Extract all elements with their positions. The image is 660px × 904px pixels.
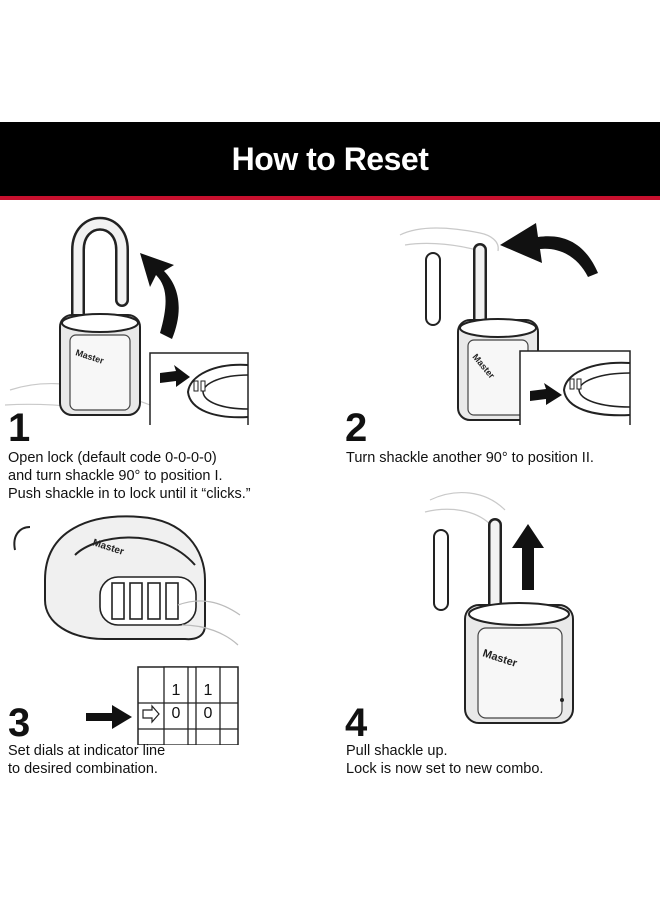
shackle [71, 216, 129, 327]
step-4-illustration: Master [424, 491, 574, 724]
dial-digit: 0 [203, 705, 213, 722]
step-3-text: Set dials at indicator line to desired c… [8, 742, 165, 778]
arrow-right-icon [530, 383, 562, 405]
arrow-right-icon [86, 705, 132, 729]
dial-digit: 0 [171, 705, 181, 722]
dial-digit: 1 [171, 682, 181, 699]
step-4-line: Pull shackle up. [346, 743, 448, 759]
dial-digit: 1 [203, 682, 213, 699]
shackle-detail-inset [149, 352, 249, 425]
step-4-text: Pull shackle up. Lock is now set to new … [346, 742, 543, 778]
step-1-line: Open lock (default code 0-0-0-0) [8, 450, 217, 466]
curved-arrow-icon [500, 223, 598, 277]
step-1-text: Open lock (default code 0-0-0-0) and tur… [8, 449, 251, 503]
step-3-line: Set dials at indicator line [8, 743, 166, 759]
step-4-line: Lock is now set to new combo. [346, 761, 544, 777]
indicator-arrow-icon [142, 704, 160, 724]
step-1-line: Push shackle in to lock until it “clicks… [8, 486, 251, 502]
step-3-line: to desired combination. [8, 761, 158, 777]
shackle-detail-inset [519, 350, 631, 425]
step-3-illustration: Master [13, 515, 241, 745]
page-title: How to Reset [231, 140, 429, 177]
dials-closeup-illustration: Master [13, 515, 241, 646]
dial-indicator-inset [137, 666, 239, 745]
curved-arrow-icon [140, 253, 179, 339]
step-2-number: 2 [345, 406, 368, 450]
step-2-text: Turn shackle another 90° to position II. [346, 449, 594, 467]
arrow-right-icon [160, 365, 190, 387]
header-banner: How to Reset [0, 122, 660, 200]
step-1-illustration: Master [4, 216, 249, 425]
step-3-number: 3 [8, 701, 31, 745]
step-4-number: 4 [345, 701, 368, 745]
step-1-number: 1 [8, 406, 31, 450]
arrow-up-icon [512, 524, 544, 590]
step-2-illustration: Master [399, 223, 631, 425]
step-2-line: Turn shackle another 90° to position II. [346, 450, 594, 466]
lock-body: Master [59, 313, 141, 416]
step-1-line: and turn shackle 90° to position I. [8, 468, 223, 484]
